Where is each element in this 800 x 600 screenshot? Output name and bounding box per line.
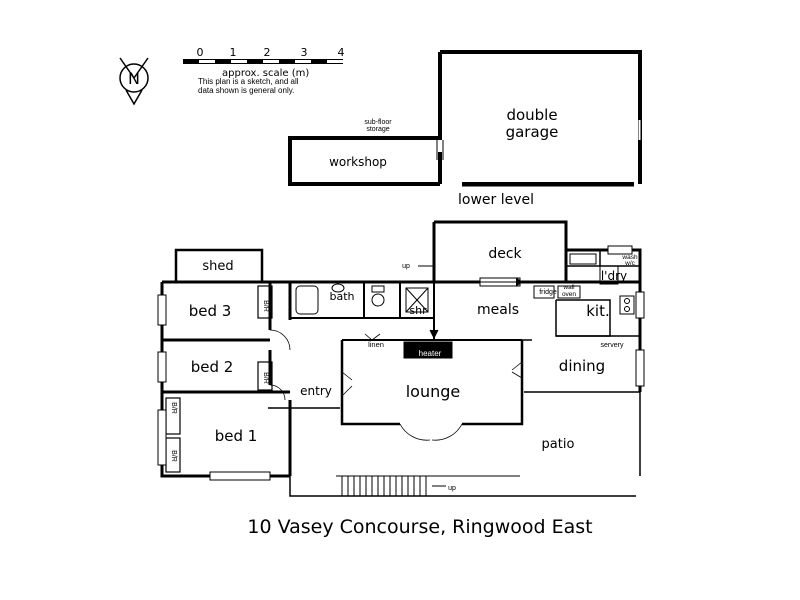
bir-bed3-label: B/R bbox=[262, 300, 269, 312]
scale-bar: 0 1 2 3 4 approx. scale (m) This plan is… bbox=[183, 46, 345, 95]
laundry-label: l'dry bbox=[601, 269, 627, 283]
kitchen-label: kit. bbox=[586, 302, 610, 320]
door-swings bbox=[269, 329, 523, 441]
bath-label: bath bbox=[329, 290, 354, 303]
servery-label: servery bbox=[601, 342, 624, 349]
fixtures bbox=[295, 253, 635, 359]
shed-label: shed bbox=[202, 259, 233, 274]
wall-oven-line1: wall bbox=[562, 284, 575, 291]
stairs bbox=[341, 265, 523, 496]
scale-tick-0: 0 bbox=[197, 46, 204, 59]
workshop-label: workshop bbox=[329, 155, 387, 169]
dining-label: dining bbox=[559, 357, 605, 375]
lower-level-heading: lower level bbox=[458, 192, 534, 208]
scale-tick-3: 3 bbox=[301, 46, 308, 59]
subfloor-storage-line2: storage bbox=[366, 126, 389, 133]
entry-label: entry bbox=[300, 384, 332, 398]
bed3-label: bed 3 bbox=[189, 302, 232, 320]
scale-caption: approx. scale (m) bbox=[222, 68, 309, 79]
wash-label: wash bbox=[621, 254, 638, 261]
lower-level-plan bbox=[288, 50, 642, 187]
deck-label: deck bbox=[488, 246, 522, 262]
subfloor-storage-line1: sub-floor bbox=[364, 119, 392, 126]
patio-up-label: up bbox=[448, 485, 456, 492]
wall-oven-line2: oven bbox=[562, 291, 576, 298]
wc-label: w/c bbox=[624, 260, 636, 267]
north-letter: N bbox=[128, 69, 140, 88]
property-address: 10 Vasey Concourse, Ringwood East bbox=[247, 516, 592, 538]
fridge-label: fridge bbox=[539, 289, 557, 296]
shower-label: shr bbox=[409, 304, 427, 317]
scale-disclaimer-line2: data shown is general only. bbox=[198, 86, 294, 95]
lounge-label: lounge bbox=[406, 382, 461, 401]
bed2-label: bed 2 bbox=[191, 358, 234, 376]
north-compass-icon: N bbox=[119, 57, 149, 106]
patio-label: patio bbox=[542, 437, 575, 452]
double-garage-label-line1: double bbox=[506, 106, 557, 124]
bed1-label: bed 1 bbox=[215, 427, 258, 445]
heater-label: heater bbox=[419, 349, 442, 358]
bir-bed2-label: B/R bbox=[262, 372, 269, 384]
scale-tick-4: 4 bbox=[338, 46, 345, 59]
scale-tick-2: 2 bbox=[264, 46, 271, 59]
deck-up-label: up bbox=[402, 263, 410, 270]
meals-label: meals bbox=[477, 302, 519, 318]
bir-bed1a-label: B/R bbox=[170, 402, 177, 414]
double-garage-label-line2: garage bbox=[506, 123, 559, 141]
linen-label: linen bbox=[368, 340, 384, 349]
scale-disclaimer-line1: This plan is a sketch, and all bbox=[198, 77, 299, 86]
scale-tick-1: 1 bbox=[230, 46, 237, 59]
bir-bed1b-label: B/R bbox=[170, 450, 177, 462]
